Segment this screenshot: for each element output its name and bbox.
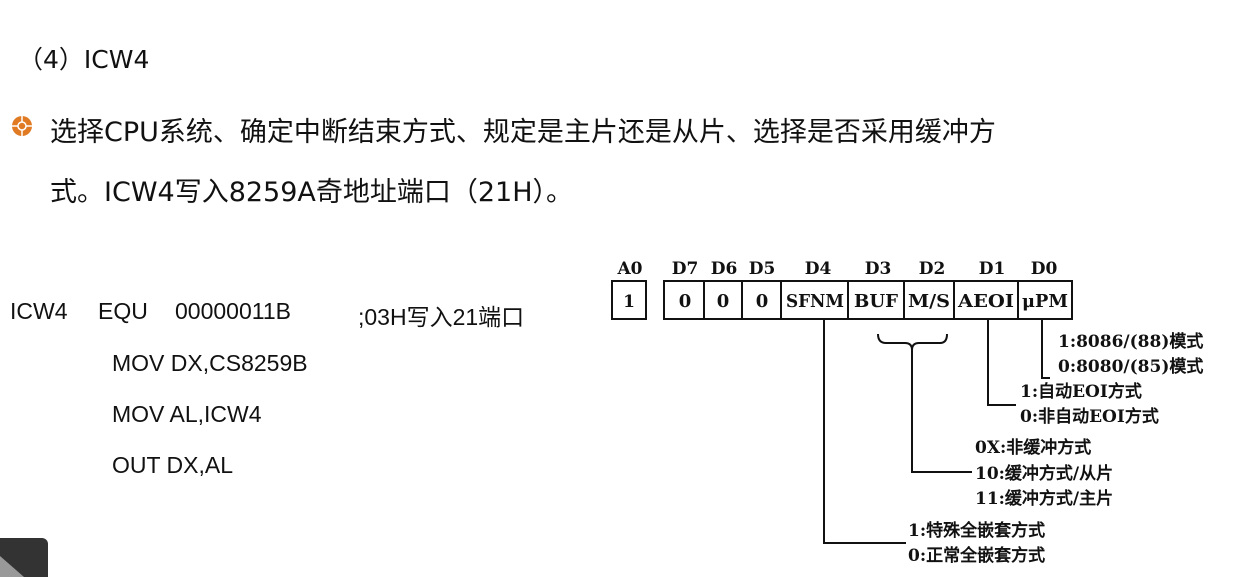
- upm-leader-line: [1041, 319, 1050, 379]
- bit-header: D2: [919, 259, 946, 279]
- buf-option: 0X:非缓冲方式: [975, 437, 1091, 458]
- bullet-text-line-2: 式。ICW4写入8259A奇地址端口（21H）。: [50, 177, 574, 208]
- register-box: [663, 280, 1073, 320]
- bit-header: D3: [865, 259, 892, 279]
- aeoi-option: 1:自动EOI方式: [1020, 381, 1142, 402]
- code-label: ICW4: [10, 298, 68, 324]
- sfnm-option: 0:正常全嵌套方式: [908, 545, 1045, 566]
- bit-value: 0: [679, 291, 692, 312]
- a0-value: 1: [623, 292, 635, 312]
- code-line-4: OUT DX,AL: [112, 452, 233, 478]
- bullet-text-line-1: 选择CPU系统、确定中断结束方式、规定是主片还是从片、选择是否采用缓冲方: [50, 117, 996, 148]
- bullet-icon: [12, 116, 32, 136]
- bit-value: 0: [756, 291, 769, 312]
- sfnm-leader-line: [823, 319, 906, 544]
- bit-value: AEOI: [957, 291, 1014, 312]
- buf-leader-line: [911, 350, 972, 473]
- bit-header: D6: [711, 259, 738, 279]
- bit-value: M/S: [908, 291, 950, 312]
- bit-header: D4: [805, 259, 832, 279]
- bit-header: D0: [1031, 259, 1058, 279]
- bit-value: SFNM: [786, 291, 844, 312]
- bit-value: μPM: [1022, 291, 1068, 312]
- buf-option: 11:缓冲方式/主片: [975, 488, 1113, 509]
- buf-ms-brace: [877, 333, 948, 351]
- bit-value: BUF: [854, 291, 898, 312]
- code-op: EQU: [98, 298, 148, 324]
- aeoi-option: 0:非自动EOI方式: [1020, 406, 1159, 427]
- upm-option: 1:8086/(88)模式: [1058, 331, 1203, 352]
- bit-value: 0: [717, 291, 730, 312]
- bit-header: D7: [672, 259, 699, 279]
- a0-box: [611, 280, 647, 320]
- code-line-2: MOV DX,CS8259B: [112, 350, 308, 376]
- sfnm-option: 1:特殊全嵌套方式: [908, 520, 1045, 541]
- corner-widget[interactable]: [0, 538, 48, 577]
- code-value: 00000011B: [175, 298, 291, 324]
- buf-option: 10:缓冲方式/从片: [975, 463, 1113, 484]
- slide-title: （4）ICW4: [18, 45, 150, 74]
- bit-header: D1: [979, 259, 1006, 279]
- upm-option: 0:8080/(85)模式: [1058, 356, 1203, 377]
- code-line-3: MOV AL,ICW4: [112, 401, 262, 427]
- aeoi-leader-line: [987, 319, 1016, 406]
- a0-header: A0: [616, 259, 642, 279]
- code-comment: ;03H写入21端口: [358, 304, 525, 330]
- bit-header: D5: [749, 259, 776, 279]
